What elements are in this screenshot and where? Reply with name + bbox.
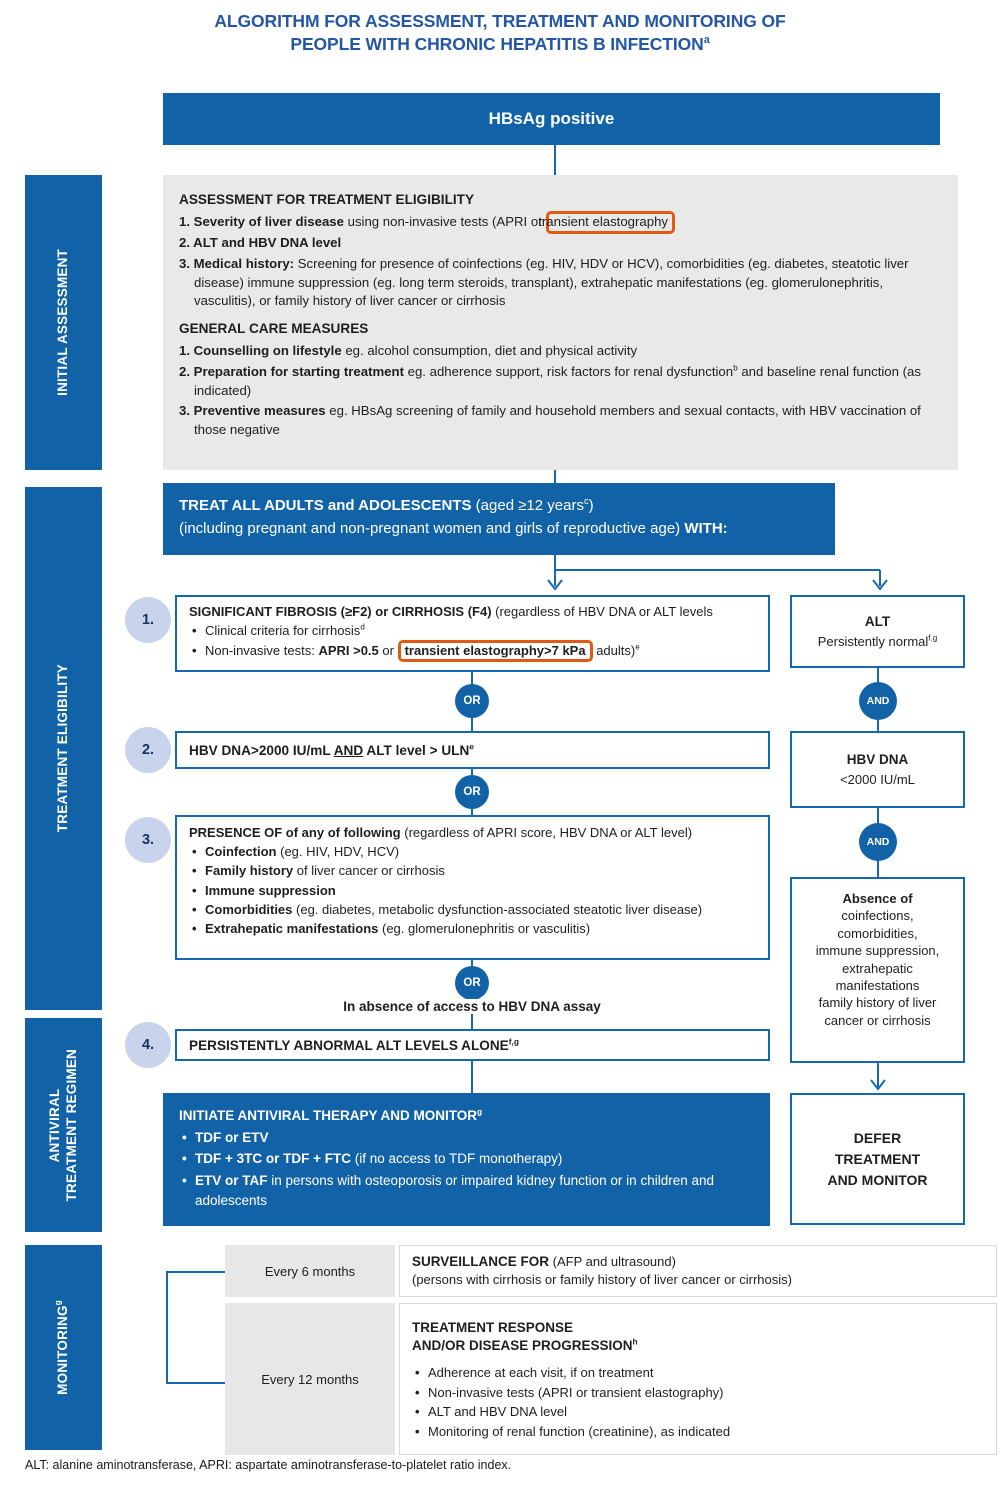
care-item-preparation: 2. Preparation for starting treatment eg… (179, 363, 921, 398)
page-title-line1: ALGORITHM FOR ASSESSMENT, TREATMENT AND … (214, 11, 786, 31)
arrow-down-icon (872, 579, 888, 591)
criterion-box-presence-of: PRESENCE OF of any of following (regardl… (175, 815, 770, 960)
footnote-marker: d (360, 623, 365, 633)
footnote-marker: c (583, 496, 589, 506)
box3-bullet-comorbidities: Comorbidities (eg. diabetes, metabolic d… (189, 901, 756, 919)
arrow-down-icon (547, 579, 563, 591)
footnote-marker: g (52, 1300, 63, 1306)
footnote-marker: g (477, 1106, 483, 1117)
or-connector-2: OR (455, 775, 489, 809)
monitoring-surveillance-box: SURVEILLANCE FOR (AFP and ultrasound) (p… (399, 1245, 997, 1297)
footnote-marker: h (632, 1336, 638, 1347)
absence-of-conditions-box: Absence of coinfections, comorbidities, … (790, 877, 965, 1063)
box3-bullet-coinfection: Coinfection (eg. HIV, HDV, HCV) (189, 843, 756, 861)
box3-bullet-immune-suppression: Immune suppression (189, 882, 756, 900)
box3-title: PRESENCE OF of any of following (regardl… (189, 825, 693, 840)
monitoring-bullet-noninvasive: Non-invasive tests (APRI or transient el… (412, 1384, 984, 1403)
or-connector-1: OR (455, 684, 489, 718)
monitoring-bullet-alt-dna: ALT and HBV DNA level (412, 1403, 984, 1422)
initiate-bullet-etv-taf: ETV or TAF in persons with osteoporosis … (179, 1171, 754, 1212)
sidebar-initial-assessment: INITIAL ASSESSMENT (25, 175, 102, 470)
box1-bullet-noninvasive: Non-invasive tests: APRI >0.5 or transie… (189, 639, 756, 663)
highlight-box-transient-elastography: transient elastography (538, 211, 676, 234)
criterion-box-hbv-dna-alt: HBV DNA>2000 IU/mL AND ALT level > ULNe (175, 731, 770, 769)
page-title: ALGORITHM FOR ASSESSMENT, TREATMENT AND … (0, 10, 1000, 56)
initiate-antiviral-therapy-box: INITIATE ANTIVIRAL THERAPY AND MONITORg … (163, 1093, 770, 1226)
monitoring-interval-6-months: Every 6 months (225, 1245, 395, 1297)
footnote-marker: f,g (508, 1035, 520, 1046)
sidebar-monitoring: MONITORINGg (25, 1245, 102, 1450)
monitoring-bullet-adherence: Adherence at each visit, if on treatment (412, 1364, 984, 1383)
assessment-heading: ASSESSMENT FOR TREATMENT ELIGIBILITY (179, 192, 475, 207)
and-connector-1: AND (859, 682, 897, 720)
footnote-marker: f,g (928, 633, 938, 643)
initiate-bullet-tdf-etv: TDF or ETV (179, 1128, 754, 1149)
sidebar-antiviral-treatment-regimen: ANTIVIRAL TREATMENT REGIMEN (25, 1018, 102, 1232)
treat-all-line1: TREAT ALL ADULTS and ADOLESCENTS (aged ≥… (179, 496, 594, 514)
assessment-item-medical-history: 3. Medical history: Screening for presen… (179, 255, 909, 309)
treat-all-line2: (including pregnant and non-pregnant wom… (179, 520, 728, 538)
criterion-number-4: 4. (125, 1022, 171, 1068)
arrow-down-icon (870, 1079, 886, 1091)
criterion-box-fibrosis-cirrhosis: SIGNIFICANT FIBROSIS (≥F2) or CIRRHOSIS … (175, 595, 770, 672)
general-care-heading: GENERAL CARE MEASURES (179, 320, 369, 336)
initiate-title: INITIATE ANTIVIRAL THERAPY AND MONITORg (179, 1106, 483, 1123)
criterion-number-2: 2. (125, 727, 171, 773)
care-item-preventive: 3. Preventive measures eg. HBsAg screeni… (179, 403, 921, 438)
sidebar-treatment-eligibility: TREATMENT ELIGIBILITY (25, 487, 102, 1010)
box3-bullet-family-history: Family history of liver cancer or cirrho… (189, 862, 756, 880)
defer-treatment-box: DEFER TREATMENT AND MONITOR (790, 1093, 965, 1225)
or-connector-3: OR (455, 966, 489, 1000)
assessment-panel: ASSESSMENT FOR TREATMENT ELIGIBILITY 1. … (163, 175, 958, 470)
no-hbv-dna-assay-label: In absence of access to HBV DNA assay (335, 999, 609, 1014)
criterion-box-abnormal-alt: PERSISTENTLY ABNORMAL ALT LEVELS ALONEf,… (175, 1029, 770, 1061)
assessment-item-severity: 1. Severity of liver disease using non-i… (179, 211, 942, 234)
hbsag-positive-banner: HBsAg positive (163, 93, 940, 145)
highlight-box-elastography-7kpa: transient elastography>7 kPa (397, 639, 593, 663)
page-title-line2: PEOPLE WITH CHRONIC HEPATITIS B INFECTIO… (290, 33, 710, 54)
hbv-dna-low-box: HBV DNA <2000 IU/mL (790, 731, 965, 808)
monitoring-interval-12-months: Every 12 months (225, 1303, 395, 1455)
alt-normal-box: ALT Persistently normalf,g (790, 595, 965, 668)
abbreviations-footnote: ALT: alanine aminotransferase, APRI: asp… (25, 1458, 512, 1472)
box1-bullet-clinical: Clinical criteria for cirrhosisd (189, 622, 756, 641)
treat-all-banner: TREAT ALL ADULTS and ADOLESCENTS (aged ≥… (163, 483, 835, 555)
assessment-item-alt-dna: 2. ALT and HBV DNA level (179, 235, 342, 251)
monitoring-treatment-response-box: TREATMENT RESPONSE AND/OR DISEASE PROGRE… (399, 1303, 997, 1455)
and-connector-2: AND (859, 823, 897, 861)
box1-title: SIGNIFICANT FIBROSIS (≥F2) or CIRRHOSIS … (189, 604, 713, 619)
care-item-counselling: 1. Counselling on lifestyle eg. alcohol … (179, 343, 638, 359)
footnote-marker: e (469, 740, 474, 751)
criterion-number-1: 1. (125, 597, 171, 643)
monitoring-bullet-renal: Monitoring of renal function (creatinine… (412, 1423, 984, 1442)
footnote-marker: e (635, 642, 640, 652)
initiate-bullet-tdf-3tc: TDF + 3TC or TDF + FTC (if no access to … (179, 1149, 754, 1170)
footnote-marker: a (703, 33, 710, 46)
criterion-number-3: 3. (125, 817, 171, 863)
footnote-marker: b (733, 363, 738, 373)
box3-bullet-extrahepatic: Extrahepatic manifestations (eg. glomeru… (189, 920, 756, 938)
